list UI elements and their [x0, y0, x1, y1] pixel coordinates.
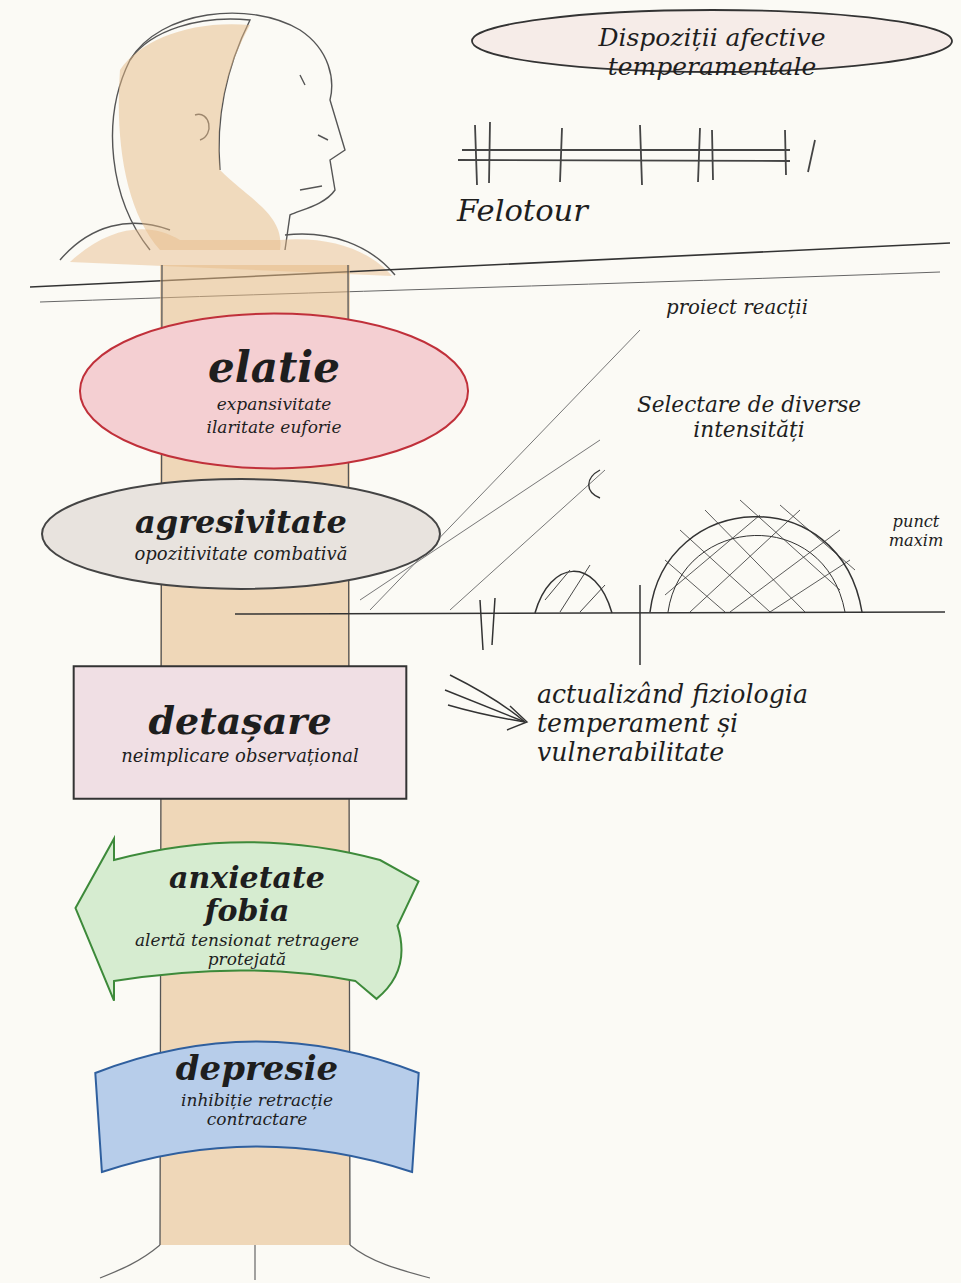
- title-text: Dispoziții afective temperamentale: [492, 24, 932, 82]
- coaster-base: [235, 612, 945, 614]
- big-arch-inner: [668, 535, 845, 612]
- arrow-strokes: [448, 675, 525, 722]
- head-outline: [113, 13, 345, 250]
- sign-crescent: depresie inhibiție retracție contractare: [92, 1028, 422, 1178]
- slash-mark: [808, 140, 815, 172]
- hash-lines: [560, 125, 786, 185]
- bracket-curve: [589, 470, 600, 498]
- coaster-posts: [480, 585, 640, 665]
- sign-oval: elatie expansivitate ilaritate euforie: [78, 312, 470, 470]
- pole-roots: [100, 1245, 430, 1280]
- sign-heading: elatie: [208, 345, 340, 391]
- sign-shape: [76, 839, 419, 1001]
- hump-lattice: [545, 565, 605, 612]
- hair-shading: [119, 24, 281, 250]
- note-label: proiect reacții: [650, 296, 824, 321]
- sign-subtext: expansivitate: [217, 395, 332, 414]
- sign-subtext: inhibiție retracție contractare: [132, 1091, 382, 1128]
- face-lines: [300, 75, 328, 190]
- sign-arrow: anxietate fobia alertă tensionat retrager…: [72, 828, 422, 1006]
- arrow-head: [507, 706, 527, 730]
- note-label: punct maxim: [872, 512, 960, 551]
- sign-subtext: ilaritate euforie: [207, 418, 342, 437]
- sign-heading: detașare: [148, 700, 331, 742]
- note-label: Felotour: [455, 192, 719, 229]
- sign-shape: [42, 479, 440, 589]
- pointer-arrow: [445, 675, 527, 730]
- arch-lattice: [665, 500, 855, 612]
- sign-rect: detașare neimplicare observațional: [72, 665, 408, 800]
- sign-heading: depresie: [176, 1050, 338, 1087]
- note-label: actualizând fiziologia temperament și vu…: [535, 680, 924, 769]
- big-arch: [650, 517, 862, 612]
- small-hump: [535, 571, 612, 613]
- sign-oval: agresivitate opozitivitate combativă: [40, 478, 442, 590]
- sign-shape: [80, 314, 468, 469]
- sign-subtext: alertă tensionat retragere protejată: [124, 931, 370, 968]
- sign-heading: agresivitate: [135, 505, 347, 540]
- note-label: Selectare de diverse intensități: [612, 392, 886, 444]
- sign-shape: [95, 1042, 418, 1173]
- sign-heading: anxietate fobia: [124, 861, 370, 927]
- sign-subtext: neimplicare observațional: [121, 746, 359, 766]
- ray-line: [450, 470, 605, 610]
- sign-subtext: opozitivitate combativă: [134, 544, 347, 564]
- hash-lines: [458, 122, 790, 185]
- hash-marks: [458, 122, 815, 185]
- sign-shape: [74, 666, 407, 798]
- head-sketch: [60, 13, 395, 275]
